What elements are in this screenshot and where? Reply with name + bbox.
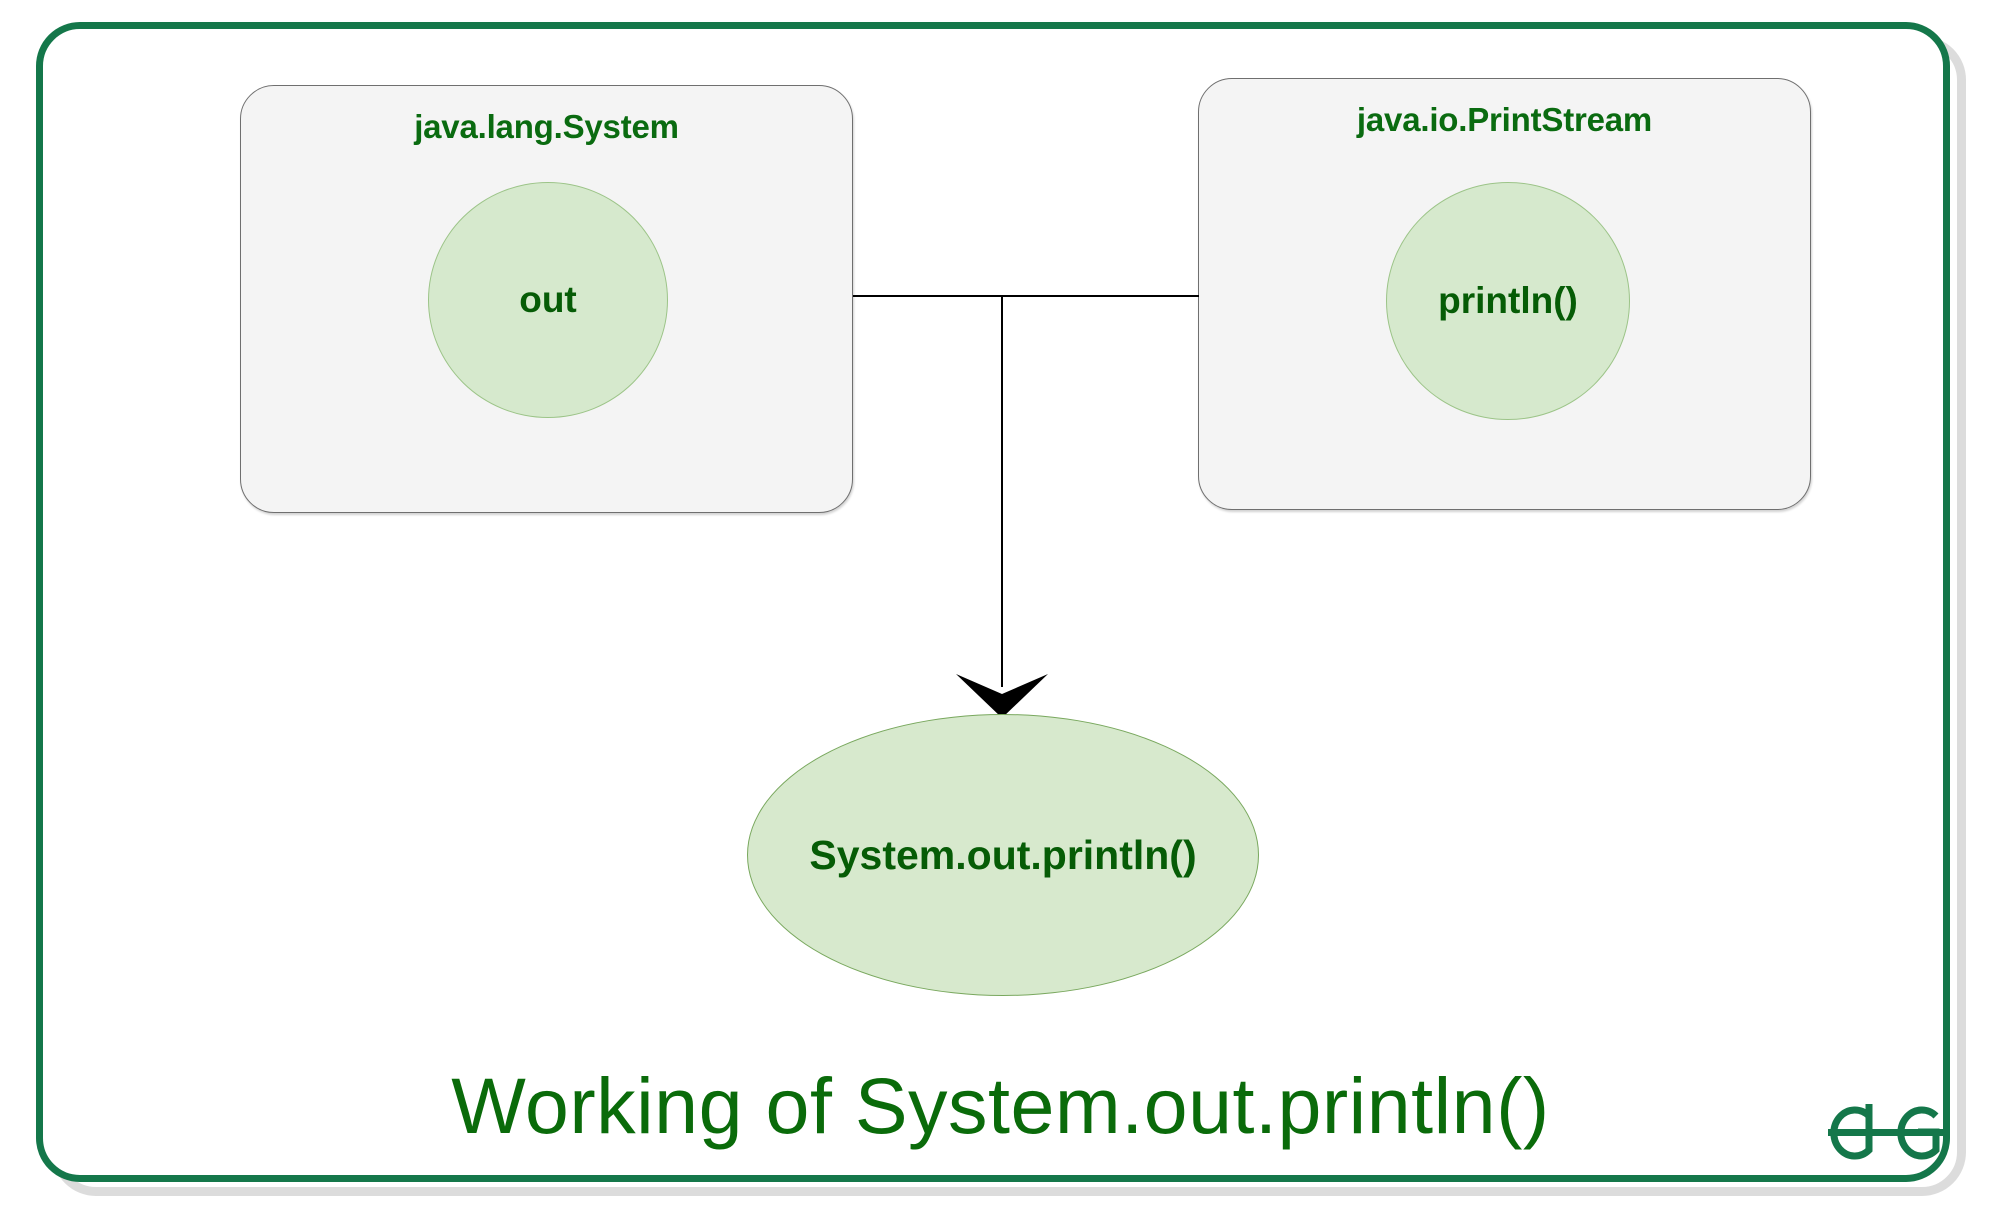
member-node-println-label: println() (1438, 280, 1578, 321)
arrowhead-down-icon (956, 674, 1048, 718)
member-node-out: out (428, 182, 668, 418)
member-node-println: println() (1386, 182, 1630, 420)
class-box-title-system: java.lang.System (414, 108, 679, 145)
result-node-system-out-println: System.out.println() (747, 714, 1259, 996)
geeksforgeeks-logo-icon (1828, 1104, 1944, 1160)
connector-out-to-junction (853, 295, 1002, 297)
member-node-out-label: out (519, 279, 577, 320)
diagram-caption: Working of System.out.println() (451, 1061, 1550, 1150)
class-box-title-printstream: java.io.PrintStream (1356, 101, 1653, 138)
connector-println-to-junction (1002, 295, 1199, 297)
result-node-label: System.out.println() (809, 831, 1197, 878)
class-box-java-lang-system: java.lang.System (240, 85, 853, 513)
connector-junction-to-result (1001, 295, 1003, 687)
